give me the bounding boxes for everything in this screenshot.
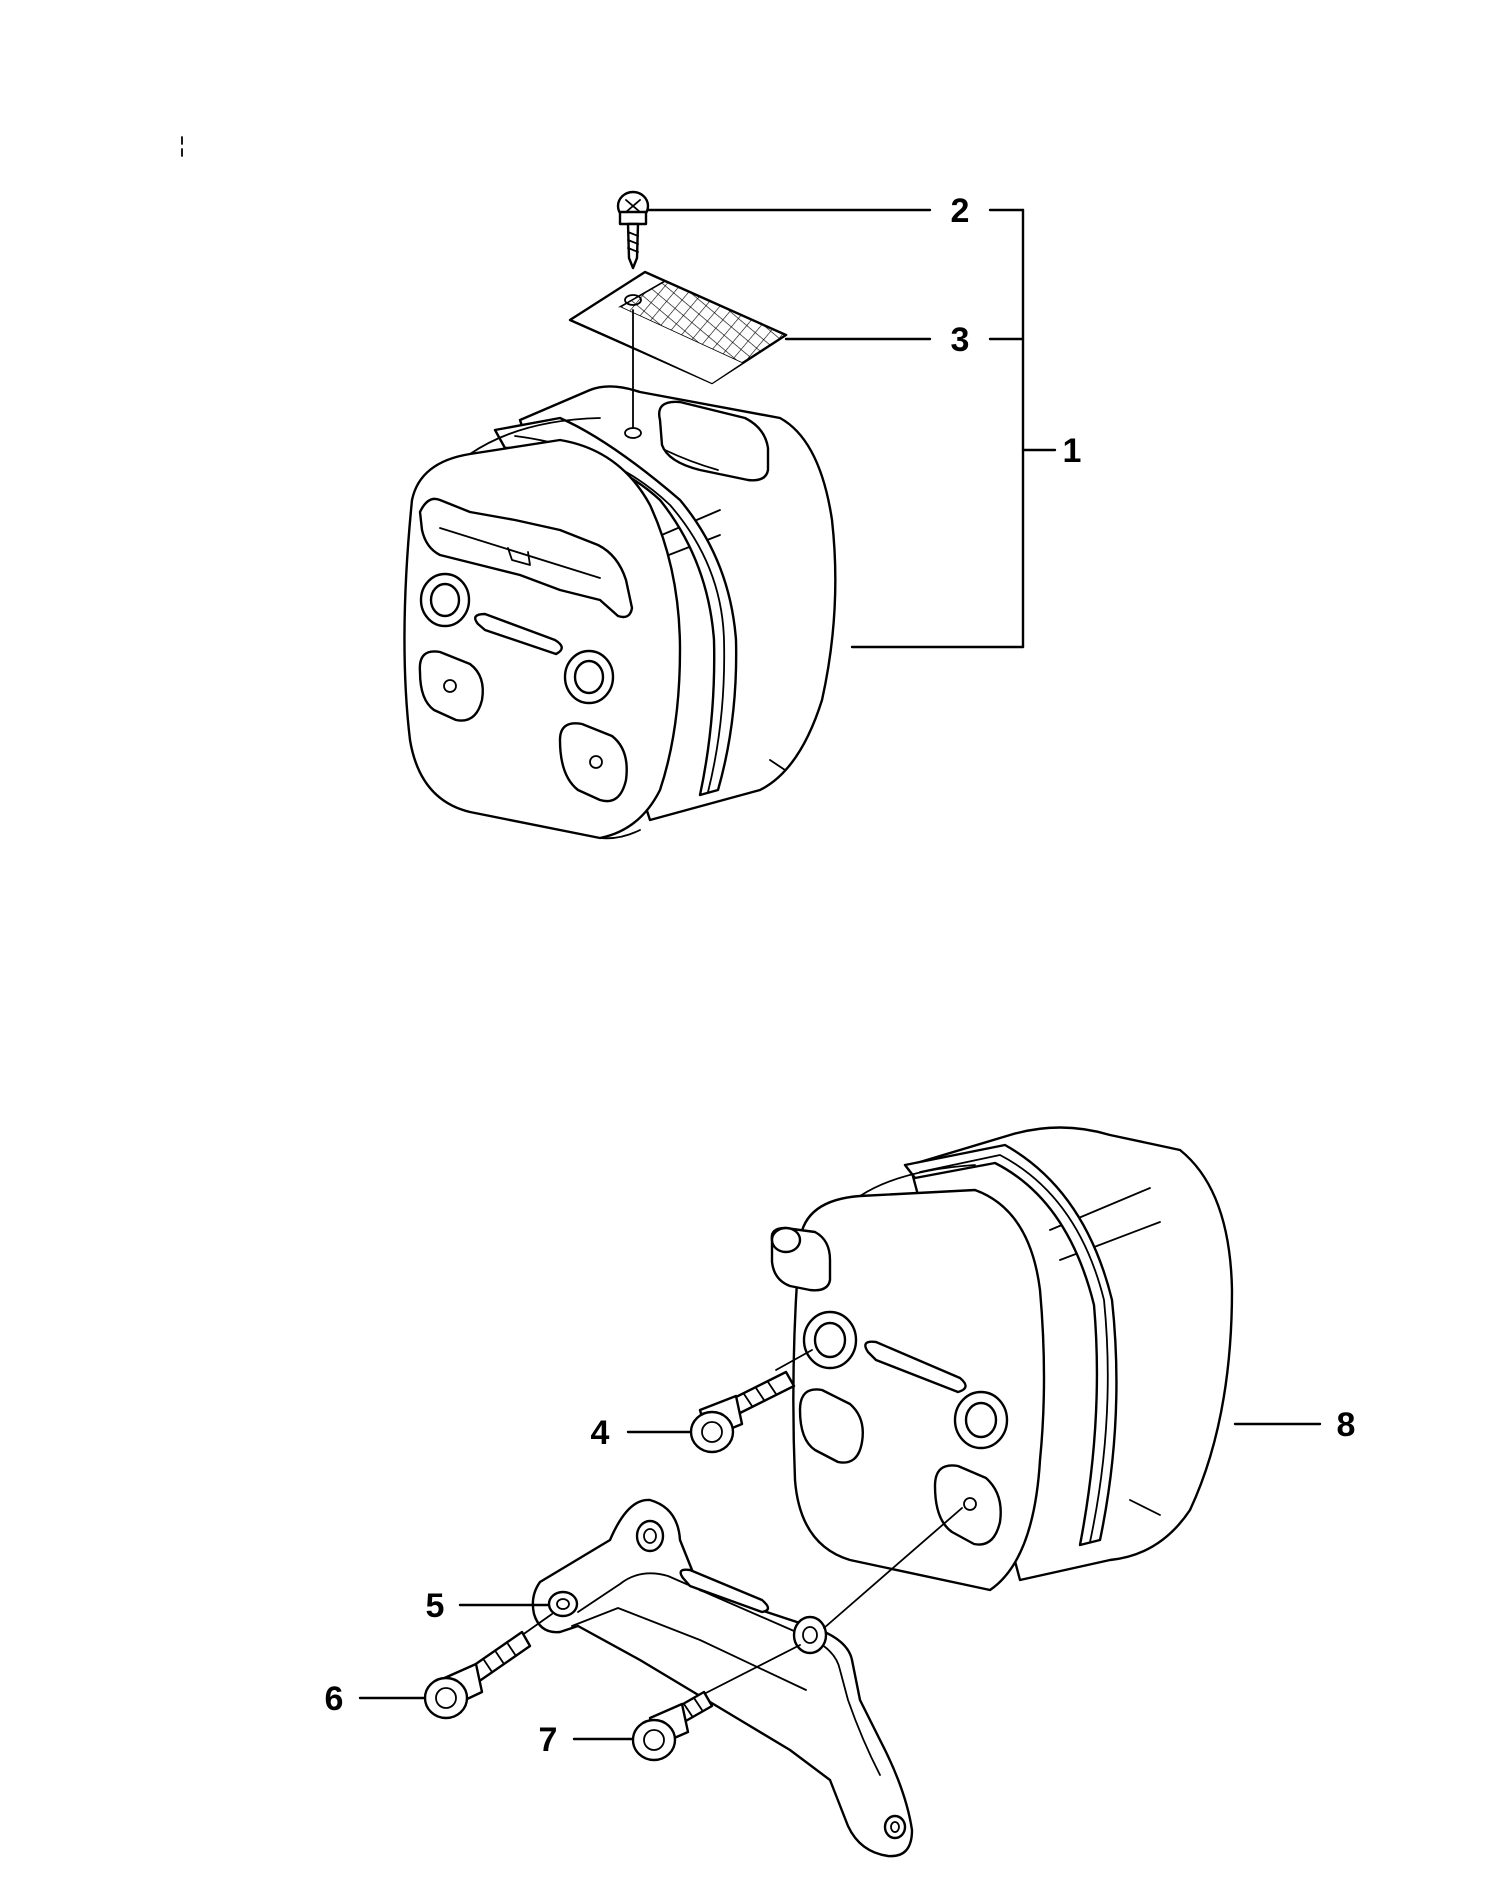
callout-6: 6 [325,1680,344,1718]
muffler-bottom [770,1126,1234,1592]
callout-1: 1 [1063,432,1082,470]
top-callout-leaders [646,208,1057,649]
callout-5: 5 [426,1587,445,1625]
bottom-callout-leaders [358,1422,1322,1741]
callout-4: 4 [591,1414,610,1452]
callout-2: 2 [951,192,970,230]
screw-top [616,190,650,270]
spark-arrestor-screen [568,270,788,429]
muffler-top [403,385,837,840]
bolt-4 [689,1349,813,1454]
assembly-line [823,1507,963,1629]
callout-3: 3 [951,321,970,359]
callout-7: 7 [539,1721,558,1759]
mounting-bracket [531,1498,914,1858]
bolt-6 [423,1613,553,1720]
bolt-7 [631,1644,801,1762]
callout-8: 8 [1337,1406,1356,1444]
